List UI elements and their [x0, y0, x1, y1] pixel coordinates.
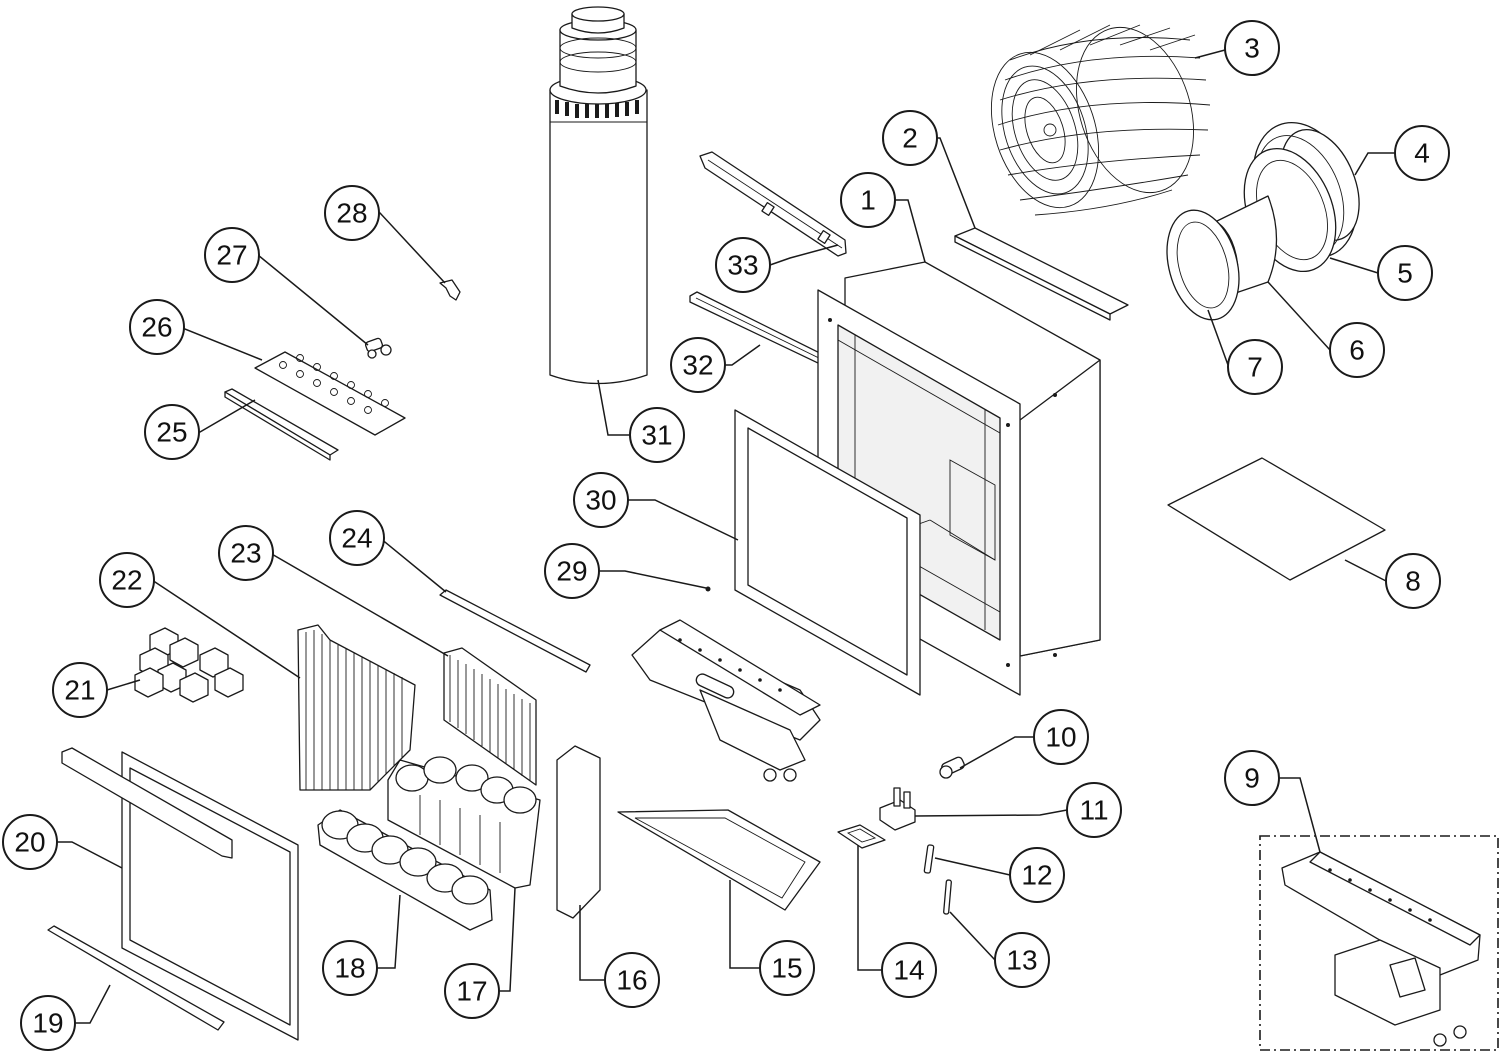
callout-5: 5 [1377, 245, 1433, 301]
front-log-part [317, 809, 493, 931]
callout-31: 31 [629, 407, 685, 463]
svg-text:24: 24 [341, 523, 372, 554]
svg-text:12: 12 [1021, 860, 1052, 891]
callout-17: 17 [444, 963, 500, 1019]
svg-text:15: 15 [771, 953, 802, 984]
svg-text:27: 27 [216, 240, 247, 271]
svg-text:2: 2 [902, 123, 918, 154]
callout-25: 25 [144, 404, 200, 460]
clip-part [439, 279, 461, 301]
callout-7: 7 [1227, 339, 1283, 395]
svg-text:30: 30 [585, 485, 616, 516]
gasket-frame-part [734, 409, 921, 696]
svg-text:31: 31 [641, 420, 672, 451]
svg-text:18: 18 [334, 953, 365, 984]
callout-23: 23 [218, 525, 274, 581]
callout-18: 18 [322, 940, 378, 996]
svg-text:32: 32 [682, 350, 713, 381]
callout-6: 6 [1329, 322, 1385, 378]
rear-log-part [387, 756, 541, 889]
svg-text:16: 16 [616, 965, 647, 996]
svg-text:19: 19 [32, 1008, 63, 1039]
callout-12: 12 [1009, 847, 1065, 903]
glass-door-part [61, 747, 299, 1041]
bottom-trim-part [47, 925, 225, 1031]
svg-text:1: 1 [860, 185, 876, 216]
svg-text:13: 13 [1006, 945, 1037, 976]
callout-1: 1 [840, 172, 896, 228]
side-panel-part [556, 745, 601, 919]
panel-sheet-part [1167, 457, 1386, 581]
burner-complete-assembly-part [1259, 835, 1499, 1051]
callout-15: 15 [759, 940, 815, 996]
svg-text:25: 25 [156, 417, 187, 448]
svg-text:26: 26 [141, 312, 172, 343]
callout-32: 32 [670, 337, 726, 393]
callout-16: 16 [604, 952, 660, 1008]
callout-3: 3 [1224, 20, 1280, 76]
base-pan-part [617, 809, 821, 911]
side-louvre-panel-part [297, 624, 416, 791]
svg-text:7: 7 [1247, 352, 1263, 383]
callout-14: 14 [881, 942, 937, 998]
callout-19: 19 [20, 995, 76, 1051]
callout-33: 33 [715, 237, 771, 293]
burner-assembly-part [631, 619, 821, 782]
svg-text:20: 20 [14, 827, 45, 858]
electrode-part [923, 844, 935, 874]
svg-text:3: 3 [1244, 33, 1260, 64]
svg-text:28: 28 [336, 198, 367, 229]
callout-29: 29 [544, 543, 600, 599]
svg-text:14: 14 [893, 955, 924, 986]
svg-text:4: 4 [1414, 138, 1430, 169]
svg-text:23: 23 [230, 538, 261, 569]
callout-11: 11 [1066, 782, 1122, 838]
rear-louvre-panel-part [443, 647, 537, 786]
cubes-part [134, 627, 244, 703]
flange-assembly-part [1166, 122, 1360, 321]
callout-10: 10 [1033, 709, 1089, 765]
wire-basket-part [990, 24, 1211, 216]
callout-22: 22 [99, 552, 155, 608]
svg-text:29: 29 [556, 556, 587, 587]
callout-8: 8 [1385, 553, 1441, 609]
thermocouple-part [943, 879, 952, 915]
vent-pipe-part [549, 6, 648, 385]
callout-26: 26 [129, 299, 185, 355]
svg-text:22: 22 [111, 565, 142, 596]
svg-text:21: 21 [64, 675, 95, 706]
screw-part [705, 586, 711, 592]
callout-21: 21 [52, 662, 108, 718]
perforated-plate-part [254, 351, 406, 436]
small-plate-part [837, 824, 886, 849]
svg-text:10: 10 [1045, 722, 1076, 753]
svg-text:8: 8 [1405, 566, 1421, 597]
svg-text:17: 17 [456, 976, 487, 1007]
channel-part [224, 388, 339, 461]
rod-part [439, 589, 591, 673]
top-plate-part [954, 227, 1129, 321]
callout-27: 27 [204, 227, 260, 283]
svg-text:6: 6 [1349, 335, 1365, 366]
svg-text:33: 33 [727, 250, 758, 281]
svg-text:9: 9 [1244, 763, 1260, 794]
svg-text:5: 5 [1397, 258, 1413, 289]
callout-28: 28 [324, 185, 380, 241]
callout-2: 2 [882, 110, 938, 166]
callout-4: 4 [1394, 125, 1450, 181]
callout-9: 9 [1224, 750, 1280, 806]
top-bracket-part [699, 151, 847, 257]
pilot-assembly-part [879, 787, 916, 831]
callout-30: 30 [573, 472, 629, 528]
callout-13: 13 [994, 932, 1050, 988]
elbow-fitting-part [939, 756, 965, 779]
fitting-part [364, 337, 392, 359]
callout-20: 20 [2, 814, 58, 870]
svg-text:11: 11 [1079, 795, 1108, 826]
callout-24: 24 [329, 510, 385, 566]
